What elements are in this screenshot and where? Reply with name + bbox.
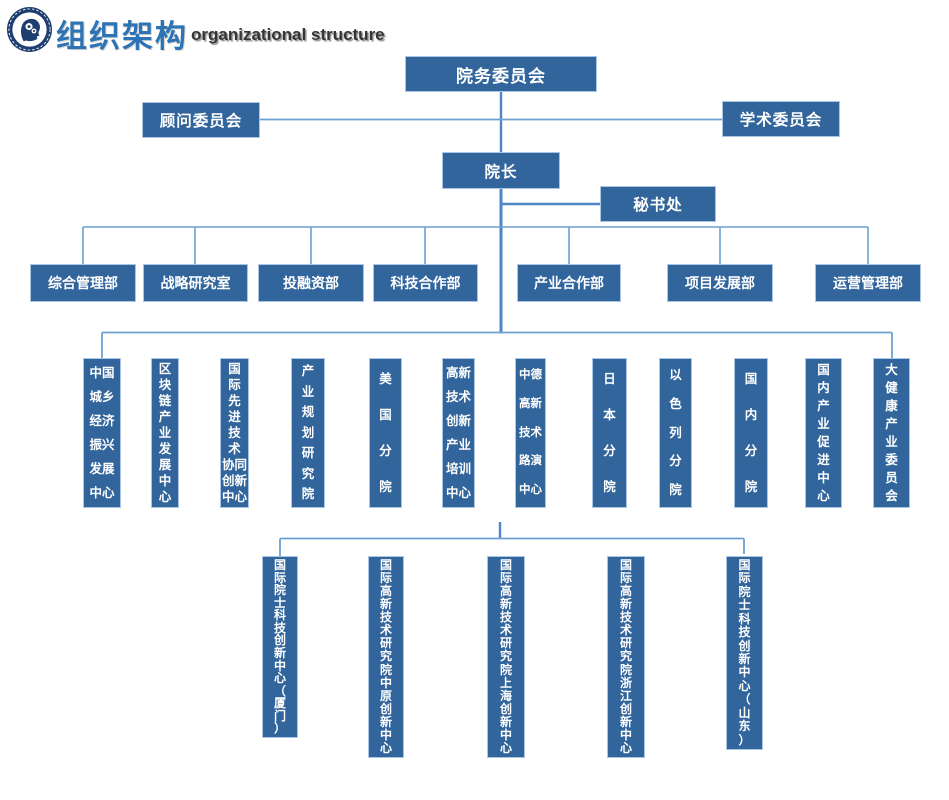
dept-label: 项目发展部 — [685, 275, 755, 291]
org-box-council-label: 院务委员会 — [456, 66, 546, 86]
org-box-academic-committee: 学术委员会 — [722, 101, 840, 137]
org-box-center-blockchain: 区 块 链 产 业 发 展 中 心 — [151, 358, 179, 508]
subsidiary-label: 国 际 高 新 技 术 研 究 院 上 海 创 新 中 心 — [499, 558, 512, 755]
org-box-branch-domestic: 国 内 分 院 — [734, 358, 768, 508]
org-box-center-advanced-tech-collab: 国 际 先 进 技 术 协同 创新 中心 — [220, 358, 249, 508]
org-box-dept-project-development: 项目发展部 — [667, 264, 773, 302]
org-box-academic-label: 学术委员会 — [739, 112, 823, 129]
dept-label: 运营管理部 — [833, 275, 903, 291]
center-label: 中国 城乡 经济 振兴 发展 中心 — [89, 366, 115, 500]
subsidiary-label: 国 际 高 新 技 术 研 究 院 浙 江 创 新 中 心 — [619, 558, 632, 755]
center-label: 日 本 分 院 — [603, 372, 616, 494]
org-box-dept-strategy-research: 战略研究室 — [143, 264, 248, 302]
dept-label: 战略研究室 — [160, 275, 231, 291]
org-box-sub-zhongyuan-innovation-center: 国 际 高 新 技 术 研 究 院 中 原 创 新 中 心 — [368, 556, 404, 758]
center-label: 国 内 分 院 — [744, 372, 758, 494]
center-label: 美 国 分 院 — [379, 372, 392, 494]
org-box-dean: 院长 — [442, 152, 560, 189]
org-box-dept-general-admin: 综合管理部 — [30, 264, 136, 302]
center-label: 国 内 产 业 促 进 中 心 — [817, 363, 830, 503]
page-subtitle: organizational structure — [191, 25, 385, 44]
page-title: 组织架构 — [56, 19, 188, 54]
org-box-secretariat: 秘书处 — [600, 186, 716, 222]
subsidiary-label: 国 际 高 新 技 术 研 究 院 中 原 创 新 中 心 — [379, 558, 392, 755]
org-box-dept-tech-cooperation: 科技合作部 — [373, 264, 478, 302]
org-box-center-hightech-training: 高新 技术 创新 产业 培训 中心 — [442, 358, 475, 508]
org-box-branch-israel: 以 色 列 分 院 — [659, 358, 692, 508]
dept-label: 科技合作部 — [390, 275, 461, 291]
org-box-center-domestic-industry-promotion: 国 内 产 业 促 进 中 心 — [805, 358, 842, 508]
dept-label: 产业合作部 — [534, 275, 604, 291]
org-box-sub-xiamen-academician-center: 国 际 院 士 科 技 创 新 中 心 （ 厦 门 ） — [262, 556, 298, 738]
org-box-sub-zhejiang-innovation-center: 国 际 高 新 技 术 研 究 院 浙 江 创 新 中 心 — [607, 556, 645, 758]
center-label: 高新 技术 创新 产业 培训 中心 — [445, 366, 471, 500]
org-box-dean-label: 院长 — [484, 163, 518, 181]
org-box-secretariat-label: 秘书处 — [633, 197, 683, 214]
center-label: 以 色 列 分 院 — [669, 368, 682, 498]
org-box-sub-shanghai-innovation-center: 国 际 高 新 技 术 研 究 院 上 海 创 新 中 心 — [487, 556, 525, 758]
org-box-sub-shandong-academician-center: 国 际 院 士 科 技 创 新 中 心 （ 山 东 ） — [726, 556, 763, 750]
org-box-center-industry-planning: 产 业 规 划 研 究 院 — [291, 358, 325, 508]
dept-label: 综合管理部 — [48, 275, 118, 291]
center-label: 国 际 先 进 技 术 协同 创新 中心 — [221, 362, 247, 504]
org-box-center-urban-rural-economy: 中国 城乡 经济 振兴 发展 中心 — [83, 358, 121, 508]
org-box-advisory-label: 顾问委员会 — [159, 113, 243, 130]
subsidiary-label: 国 际 院 士 科 技 创 新 中 心 （ 山 东 ） — [738, 557, 751, 747]
org-box-advisory-committee: 顾问委员会 — [142, 102, 260, 138]
center-label: 产 业 规 划 研 究 院 — [301, 364, 315, 502]
org-logo-icon — [6, 6, 53, 53]
org-box-committee-health-industry: 大 健 康 产 业 委 员 会 — [873, 358, 910, 508]
org-box-center-sino-german-roadshow: 中德 高新 技术 路演 中心 — [515, 358, 546, 508]
org-box-dept-investment: 投融资部 — [258, 264, 364, 302]
org-box-branch-usa: 美 国 分 院 — [369, 358, 402, 508]
org-box-dept-operations: 运营管理部 — [815, 264, 921, 302]
org-box-dept-industry-cooperation: 产业合作部 — [517, 264, 621, 302]
dept-label: 投融资部 — [283, 275, 339, 291]
subsidiary-label: 国 际 院 士 科 技 创 新 中 心 （ 厦 门 ） — [273, 558, 286, 736]
org-box-council: 院务委员会 — [405, 56, 597, 92]
center-label: 区 块 链 产 业 发 展 中 心 — [158, 362, 172, 504]
center-label: 中德 高新 技术 路演 中心 — [519, 369, 542, 497]
org-box-branch-japan: 日 本 分 院 — [592, 358, 627, 508]
center-label: 大 健 康 产 业 委 员 会 — [885, 363, 898, 503]
